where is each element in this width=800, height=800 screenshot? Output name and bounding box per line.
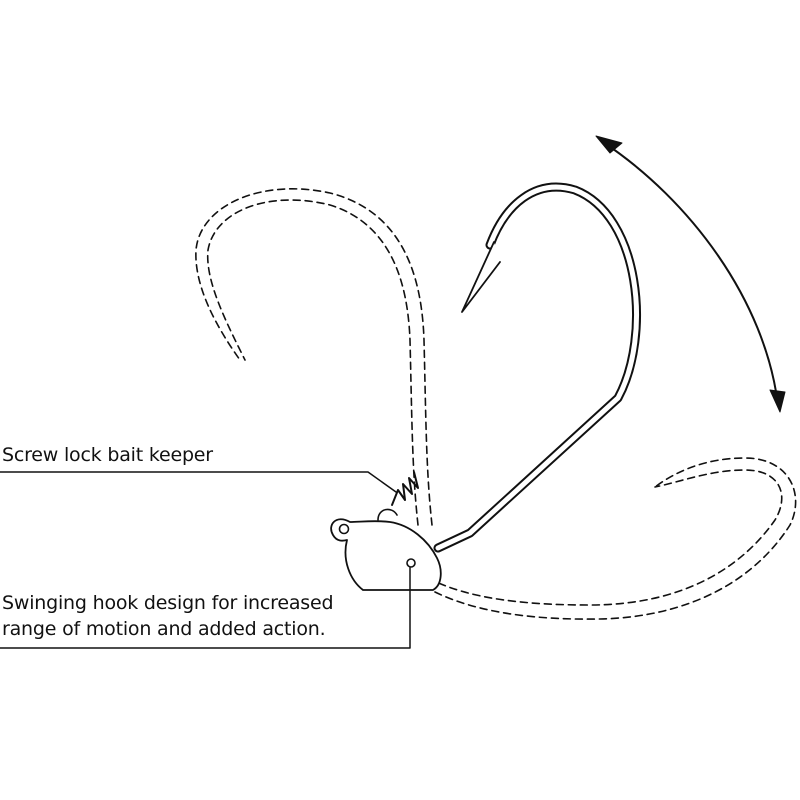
jig-head: [330, 518, 442, 591]
hook: [433, 182, 642, 553]
range-of-motion-arrow: [595, 135, 786, 413]
swing-leader-line: [0, 567, 411, 649]
dashed-hook-upper-position: [195, 188, 433, 526]
dashed-hook-lower-position: [427, 457, 797, 620]
swing-label-line2: range of motion and added action.: [2, 618, 326, 640]
keeper-base: [377, 508, 398, 521]
swing-label-line1: Swinging hook design for increased: [2, 592, 334, 614]
hook-pivot-pin: [406, 558, 416, 568]
bait-keeper-leader-line: [0, 471, 397, 493]
bait-keeper-label: Screw lock bait keeper: [2, 444, 213, 466]
line-tie-eye: [338, 523, 350, 535]
screw-lock-spring: [391, 471, 419, 506]
